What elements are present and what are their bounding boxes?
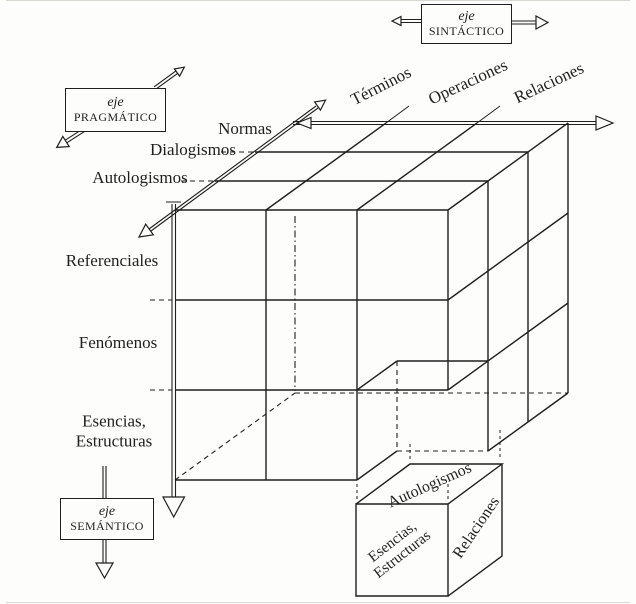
syntactic-arrowhead-right [595, 115, 615, 131]
pragmatic-axis-box: eje PRAGMÁTICO [65, 88, 166, 132]
syntactic-box-arrows [390, 14, 550, 31]
pragmatic-arrowhead-bottom [137, 223, 155, 238]
depth-label-normas: Normas [218, 119, 272, 139]
semantic-axis-box-eje: eje [98, 504, 116, 520]
scan-artifact-top [6, 0, 630, 1]
pragmatic-arrowhead-top [313, 99, 327, 112]
semantic-axis-box-name: SEMÁNTICO [70, 519, 144, 534]
pragmatic-box-arrows [55, 66, 186, 149]
row-label-esencias-line1: Esencias, [82, 411, 146, 431]
syntactic-axis-box-name: SINTÁCTICO [428, 24, 505, 39]
syntactic-axis-box: eje SINTÁCTICO [421, 4, 512, 44]
depth-label-autologismos: Autologismos [92, 168, 188, 188]
semantic-box-arrows [94, 466, 115, 580]
pragmatic-axis-box-eje: eje [107, 95, 124, 111]
syntactic-axis-arrow [293, 115, 615, 131]
semantic-arrowhead-bottom [161, 496, 186, 519]
main-cube-lines [150, 105, 569, 481]
pragmatic-axis-box-name: PRAGMÁTICO [73, 110, 158, 125]
semantic-axis-arrow [161, 201, 186, 519]
row-label-esencias-estructuras: Esencias, Estructuras [76, 411, 152, 450]
syntactic-arrowhead-left [295, 116, 312, 130]
row-label-fenomenos: Fenómenos [78, 333, 158, 353]
pragmatic-axis-arrow [137, 99, 327, 238]
extracted-cube-lines [355, 463, 505, 597]
semantic-axis-box: eje SEMÁNTICO [60, 498, 154, 540]
syntactic-axis-box-eje: eje [458, 9, 475, 25]
depth-label-dialogismos: Dialogismos [150, 140, 236, 160]
scan-artifact-bottom [6, 602, 630, 603]
removed-corner-cavity [356, 360, 501, 500]
row-label-esencias-line2: Estructuras [75, 431, 153, 450]
row-label-referenciales: Referenciales [65, 251, 159, 271]
